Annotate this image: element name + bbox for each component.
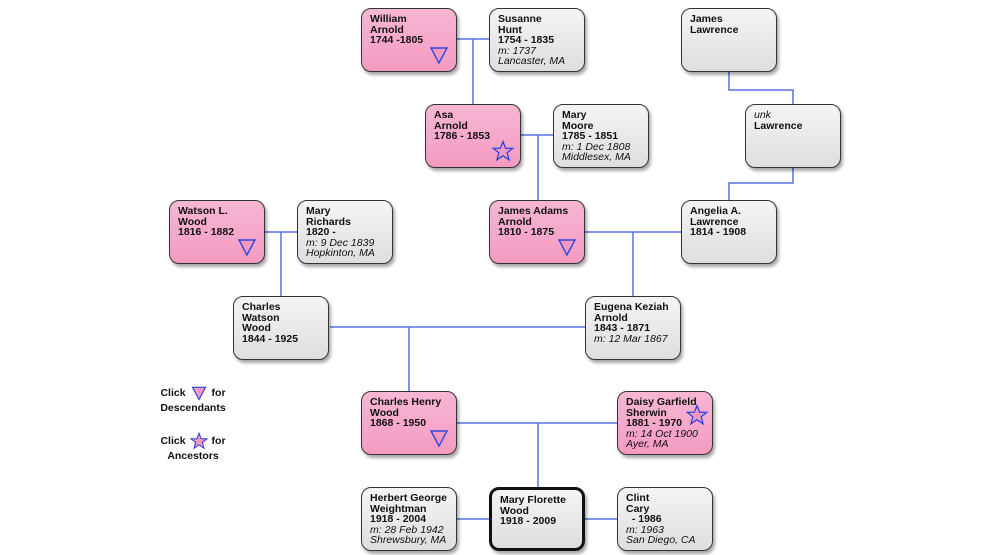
person-dates: 1754 - 1835 (498, 34, 555, 46)
person-dates: 1786 - 1853 (434, 130, 491, 142)
person-surname: Moore (562, 119, 594, 132)
person-dates: 1816 - 1882 (178, 226, 235, 238)
person-william-arnold[interactable]: William Arnold 1744 -1805 (361, 8, 457, 72)
marriage-date: m: 1737 (498, 44, 536, 57)
descendants-triangle-icon[interactable] (236, 236, 258, 258)
person-charles-henry-wood[interactable]: Charles Henry Wood 1868 - 1950 (361, 391, 457, 455)
person-angelia-lawrence[interactable]: Angelia A. Lawrence 1814 - 1908 (681, 200, 777, 264)
person-susanne-hunt[interactable]: Susanne Hunt 1754 - 1835 m: 1737 Lancast… (489, 8, 585, 72)
legend-descendants-label: Descendants (160, 402, 226, 414)
person-name: Watson L. (178, 205, 228, 217)
marriage-date: m: 1963 (626, 523, 664, 536)
person-surname: Lawrence (690, 215, 739, 228)
ancestors-star-icon[interactable] (686, 404, 708, 426)
marriage-place: San Diego, CA (626, 534, 696, 546)
person-name: Mary (562, 109, 587, 121)
person-dates: 1844 - 1925 (242, 332, 299, 345)
legend-for-text: for (211, 387, 226, 399)
person-mary-florette-wood[interactable]: Mary Florette Wood 1918 - 2009 (489, 487, 585, 551)
person-name: Mary Florette (500, 494, 566, 506)
person-unk-lawrence[interactable]: unk Lawrence (745, 104, 841, 168)
person-surname: Wood (500, 504, 529, 517)
person-herbert-weightman[interactable]: Herbert George Weightman 1918 - 2004 m: … (361, 487, 457, 551)
person-surname: Wood (178, 215, 207, 228)
legend-click-text: Click (160, 387, 186, 399)
person-dates: 1810 - 1875 (498, 226, 555, 238)
legend-click-text: Click (160, 435, 186, 447)
person-dates: 1868 - 1950 (370, 417, 427, 429)
marriage-date: m: 14 Oct 1900 (626, 427, 698, 440)
person-name: Herbert George (370, 492, 448, 504)
person-surname: Arnold (594, 311, 628, 324)
person-name: Daisy Garfield (626, 396, 697, 408)
ancestors-star-icon (189, 432, 208, 450)
person-dates: 1881 - 1970 (626, 417, 683, 429)
person-dates: 1744 -1805 (370, 34, 424, 46)
person-dates: 1820 - (306, 226, 336, 238)
person-surname: Lawrence (754, 119, 803, 132)
legend-ancestors: Click for Ancestors (158, 432, 228, 462)
person-surname: Sherwin (626, 406, 667, 419)
ancestors-star-icon[interactable] (492, 140, 514, 162)
marriage-date: m: 9 Dec 1839 (306, 236, 375, 249)
person-surname: Cary (626, 502, 650, 515)
marriage-date: m: 12 Mar 1867 (594, 332, 668, 345)
person-dates: 1918 - 2009 (500, 515, 557, 527)
person-name: Charles Henry (370, 396, 442, 408)
person-name: Angelia A. (690, 205, 741, 217)
descendants-triangle-icon[interactable] (428, 427, 450, 449)
person-surname: Richards (306, 215, 351, 228)
person-dates: 1843 - 1871 (594, 322, 651, 334)
marriage-place: Shrewsbury, MA (370, 534, 447, 546)
descendants-triangle-icon (191, 386, 207, 401)
marriage-date: m: 28 Feb 1942 (370, 523, 444, 536)
person-name: Susanne (498, 13, 542, 25)
person-name: Clint (626, 492, 650, 504)
marriage-place: Ayer, MA (626, 438, 669, 450)
person-mary-moore[interactable]: Mary Moore 1785 - 1851 m: 1 Dec 1808 Mid… (553, 104, 649, 168)
marriage-date: m: 1 Dec 1808 (562, 140, 631, 153)
person-surname: Hunt (498, 23, 522, 36)
marriage-place: Lancaster, MA (498, 55, 566, 67)
person-dates: - 1986 (626, 513, 662, 525)
person-dates: 1918 - 2004 (370, 513, 427, 525)
person-surname: Wood (370, 406, 399, 419)
person-surname: Arnold (370, 23, 404, 36)
person-name: Eugena Keziah (594, 301, 669, 313)
person-surname: Arnold (434, 119, 468, 132)
person-name: Charles Watson (242, 301, 281, 324)
person-surname: Arnold (498, 215, 532, 228)
person-prefix: unk (754, 109, 771, 121)
person-name: William (370, 13, 407, 25)
legend-for-text: for (211, 435, 226, 447)
marriage-place: Middlesex, MA (562, 151, 631, 163)
person-clint-cary[interactable]: Clint Cary - 1986 m: 1963 San Diego, CA (617, 487, 713, 551)
person-surname: Lawrence (690, 23, 739, 36)
person-dates: 1814 - 1908 (690, 226, 747, 238)
person-name: James (690, 13, 723, 25)
descendants-triangle-icon[interactable] (428, 44, 450, 66)
descendants-triangle-icon[interactable] (556, 236, 578, 258)
person-watson-wood[interactable]: Watson L. Wood 1816 - 1882 (169, 200, 265, 264)
person-dates: 1785 - 1851 (562, 130, 619, 142)
person-james-lawrence[interactable]: James Lawrence (681, 8, 777, 72)
legend-descendants: Click for Descendants (158, 384, 228, 414)
person-name: Asa (434, 109, 454, 121)
person-name: Mary (306, 205, 331, 217)
person-mary-richards[interactable]: Mary Richards 1820 - m: 9 Dec 1839 Hopki… (297, 200, 393, 264)
person-james-adams-arnold[interactable]: James Adams Arnold 1810 - 1875 (489, 200, 585, 264)
person-charles-watson-wood[interactable]: Charles Watson Wood 1844 - 1925 (233, 296, 329, 360)
legend-ancestors-label: Ancestors (167, 450, 219, 462)
person-eugena-arnold[interactable]: Eugena Keziah Arnold 1843 - 1871 m: 12 M… (585, 296, 681, 360)
marriage-place: Hopkinton, MA (306, 247, 375, 259)
person-asa-arnold[interactable]: Asa Arnold 1786 - 1853 (425, 104, 521, 168)
person-surname: Wood (242, 322, 271, 334)
person-name: James Adams (498, 205, 569, 217)
person-surname: Weightman (370, 502, 427, 515)
person-daisy-sherwin[interactable]: Daisy Garfield Sherwin 1881 - 1970 m: 14… (617, 391, 713, 455)
